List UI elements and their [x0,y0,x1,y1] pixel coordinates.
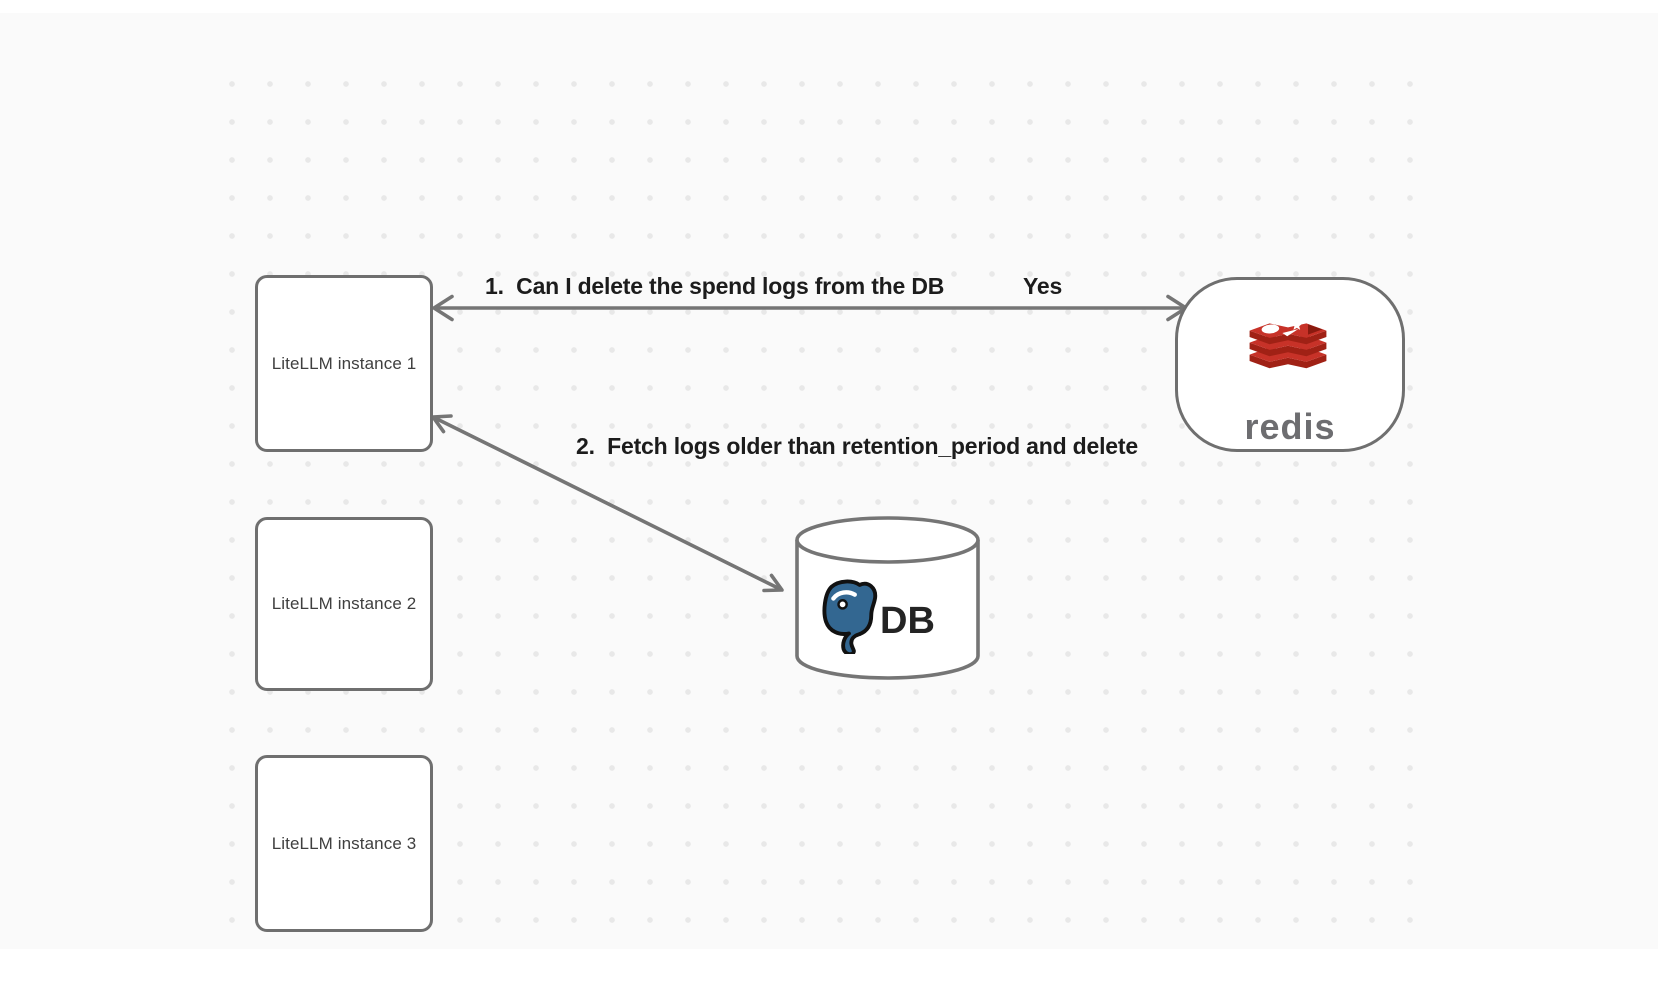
edge-1-response-label: Yes [1023,273,1063,299]
redis-logo-icon [1249,320,1327,369]
db-node-label: DB [880,600,935,642]
node-label: LiteLLM instance 1 [271,353,417,373]
node-litellm-instance-1: LiteLLM instance 1 [255,275,433,452]
node-litellm-instance-2: LiteLLM instance 2 [255,517,433,691]
node-db-cylinder [795,516,980,680]
edge-2-label: 2. Fetch logs older than retention_perio… [576,433,1138,459]
edge-1-label: 1. Can I delete the spend logs from the … [485,273,945,299]
node-litellm-instance-3: LiteLLM instance 3 [255,755,433,932]
node-label: LiteLLM instance 3 [271,833,417,853]
redis-wordmark: redis [1244,406,1336,447]
node-label: LiteLLM instance 2 [271,594,417,613]
postgres-elephant-icon [822,579,878,654]
